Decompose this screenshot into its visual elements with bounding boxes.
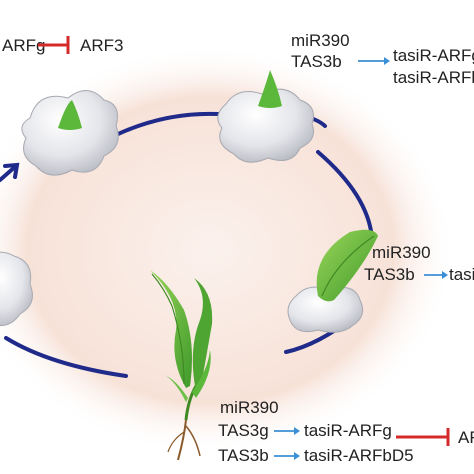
repression-bar-icon — [38, 36, 70, 54]
top-right-out1-label: tasiR-ARFg — [393, 46, 474, 65]
cycle-arc-right — [316, 150, 374, 240]
bottom-tas2-label: TAS3b — [218, 446, 269, 465]
bottom-out2-label: tasiR-ARFbD5 — [304, 446, 414, 465]
bottom-out1-label: tasiR-ARFg — [304, 421, 392, 440]
activation-arrow-icon — [274, 452, 300, 460]
meristem-icon — [0, 251, 33, 327]
activation-arrow-icon — [274, 427, 300, 435]
top-left-source-label: ARFg — [2, 36, 45, 55]
top-right-mir-label: miR390 — [291, 31, 350, 50]
bottom-tas1-label: TAS3g — [218, 421, 269, 440]
bottom-target-label: ARF3 — [458, 428, 474, 447]
meristem-icon — [21, 90, 119, 176]
top-left-target-label: ARF3 — [80, 36, 123, 55]
cycle-arc-top-left — [114, 111, 220, 137]
mid-right-mir-label: miR390 — [372, 243, 431, 262]
top-right-tas-label: TAS3b — [291, 52, 342, 71]
activation-arrow-icon — [424, 271, 448, 279]
mid-right-out-label: tasiR-ARFg — [449, 265, 474, 284]
bottom-mir-label: miR390 — [220, 398, 279, 417]
cycle-arrow-icon — [0, 162, 20, 182]
mid-right-tas-label: TAS3b — [364, 265, 415, 284]
top-right-out2-label: tasiR-ARFbD5 — [393, 68, 474, 87]
cycle-arc-bottom-left — [4, 336, 128, 378]
meristem-icon — [217, 70, 314, 163]
repression-bar-icon — [396, 428, 450, 446]
meristem-icon — [287, 229, 378, 333]
seedling-icon — [150, 270, 213, 461]
cycle-arcs — [4, 111, 374, 378]
activation-arrow-icon — [358, 57, 390, 65]
